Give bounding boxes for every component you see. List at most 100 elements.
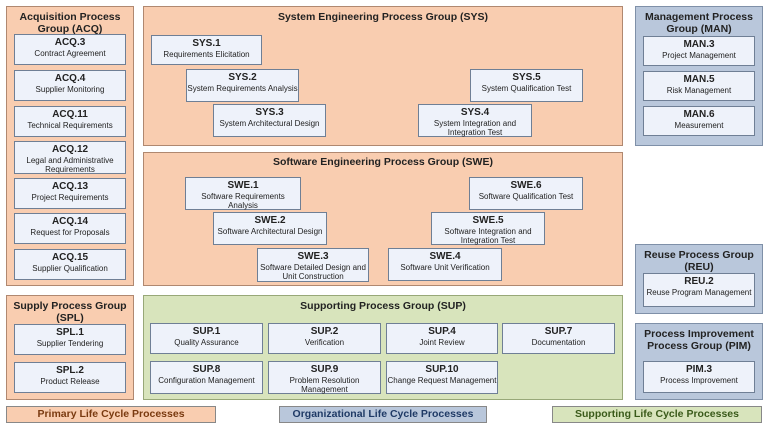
process-name: Software Detailed Design and Unit Constr… bbox=[260, 263, 366, 281]
process-name: Joint Review bbox=[419, 338, 465, 347]
process-name: System Qualification Test bbox=[481, 84, 572, 93]
acq-group-title: Acquisition Process Group (ACQ) bbox=[19, 11, 121, 35]
process-id: SWE.6 bbox=[510, 180, 542, 191]
process-name: Requirements Elicitation bbox=[163, 50, 250, 59]
process-id: ACQ.13 bbox=[51, 181, 89, 192]
process-name: Reuse Program Management bbox=[646, 288, 752, 297]
process-name: Verification bbox=[304, 338, 345, 347]
process-name: Supplier Monitoring bbox=[35, 85, 105, 94]
process-id: SUP.10 bbox=[425, 364, 459, 375]
process-name: Risk Management bbox=[666, 86, 732, 95]
process-id: MAN.5 bbox=[683, 74, 715, 85]
process-id: ACQ.12 bbox=[51, 144, 89, 155]
process-name: Measurement bbox=[674, 121, 724, 130]
process-name: Problem Resolution Management bbox=[289, 376, 360, 394]
process-id: SPL.1 bbox=[56, 327, 84, 338]
process-id: SWE.3 bbox=[297, 251, 329, 262]
process-name: Documentation bbox=[531, 338, 586, 347]
pim-group-title: Process Improvement Process Group (PIM) bbox=[644, 328, 754, 352]
process-name: Quality Assurance bbox=[174, 338, 239, 347]
process-name: System Integration and Integration Test bbox=[433, 119, 517, 137]
process-id: SYS.3 bbox=[255, 107, 284, 118]
process-id: ACQ.3 bbox=[54, 37, 86, 48]
legend-organizational: Organizational Life Cycle Processes bbox=[279, 406, 487, 423]
process-id: ACQ.4 bbox=[54, 73, 86, 84]
process-id: SYS.4 bbox=[460, 107, 490, 118]
process-id: MAN.6 bbox=[683, 109, 715, 120]
process-id: SUP.7 bbox=[544, 326, 573, 337]
process-id: ACQ.15 bbox=[51, 252, 89, 263]
process-id: SUP.9 bbox=[310, 364, 339, 375]
process-id: SUP.1 bbox=[192, 326, 221, 337]
process-id: SPL.2 bbox=[56, 365, 84, 376]
process-id: SUP.4 bbox=[428, 326, 456, 337]
process-name: Software Requirements Analysis bbox=[201, 192, 285, 210]
process-id: SUP.2 bbox=[310, 326, 339, 337]
process-id: REU.2 bbox=[684, 276, 714, 287]
process-id: SWE.2 bbox=[254, 215, 286, 226]
process-name: Software Qualification Test bbox=[478, 192, 574, 201]
process-id: SYS.1 bbox=[192, 38, 221, 49]
swe-group-title: Software Engineering Process Group (SWE) bbox=[273, 156, 493, 168]
process-id: ACQ.14 bbox=[51, 216, 89, 227]
process-id: SYS.2 bbox=[228, 72, 257, 83]
process-name: Change Request Management bbox=[387, 376, 497, 385]
process-name: Project Requirements bbox=[31, 193, 109, 202]
legend-supporting: Supporting Life Cycle Processes bbox=[552, 406, 762, 423]
process-id: PIM.3 bbox=[685, 364, 713, 375]
process-id: MAN.3 bbox=[683, 39, 715, 50]
process-name: System Architectural Design bbox=[219, 119, 320, 128]
process-id: SYS.5 bbox=[512, 72, 541, 83]
process-name: Request for Proposals bbox=[30, 228, 110, 237]
legend-primary: Primary Life Cycle Processes bbox=[6, 406, 216, 423]
process-name: Process Improvement bbox=[660, 376, 738, 385]
process-id: SWE.1 bbox=[227, 180, 259, 191]
process-name: Software Unit Verification bbox=[400, 263, 490, 272]
process-name: Software Integration and Integration Tes… bbox=[444, 227, 532, 245]
process-name: Supplier Tendering bbox=[36, 339, 104, 348]
sys-group-title: System Engineering Process Group (SYS) bbox=[277, 11, 489, 23]
process-name: Contract Agreement bbox=[34, 49, 106, 58]
process-name: Legal and Administrative Requirements bbox=[26, 156, 114, 174]
process-name: Product Release bbox=[40, 377, 100, 386]
process-name: Technical Requirements bbox=[27, 121, 113, 130]
process-name: Supplier Qualification bbox=[32, 264, 108, 273]
process-name: Configuration Management bbox=[158, 376, 255, 385]
process-id: SUP.8 bbox=[192, 364, 221, 375]
man-group-title: Management Process Group (MAN) bbox=[645, 11, 753, 35]
sup-group-title: Supporting Process Group (SUP) bbox=[300, 300, 466, 312]
process-id: SWE.4 bbox=[429, 251, 461, 262]
spl-group-title: Supply Process Group (SPL) bbox=[13, 300, 127, 324]
